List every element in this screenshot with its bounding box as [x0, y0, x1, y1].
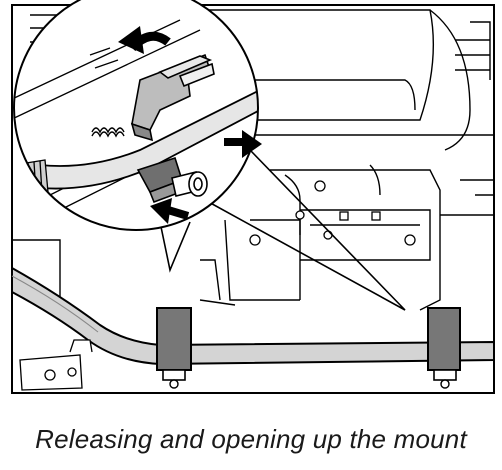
bushing-clamp-right: [427, 307, 461, 389]
arrow-right-icon: [224, 130, 262, 158]
lower-left-fitting: [19, 339, 93, 391]
arrow-left-icon: [150, 198, 190, 224]
bushing-clamp-left: [156, 307, 192, 389]
mount-bracket-holes: [249, 180, 416, 246]
brake-line-rod: [14, 88, 258, 197]
illustration-svg: [11, 0, 495, 394]
bracket-clip: [130, 53, 215, 142]
callout-leader-lines: [159, 149, 406, 311]
technical-illustration: [11, 0, 495, 394]
bolt: [171, 171, 208, 197]
arrow-up-icon: [118, 26, 171, 54]
underbody-background: [12, 9, 494, 311]
coil-spring: [91, 127, 125, 138]
figure-caption: Releasing and opening up the mount: [35, 424, 467, 454]
magnified-detail-circle: [13, 0, 259, 231]
